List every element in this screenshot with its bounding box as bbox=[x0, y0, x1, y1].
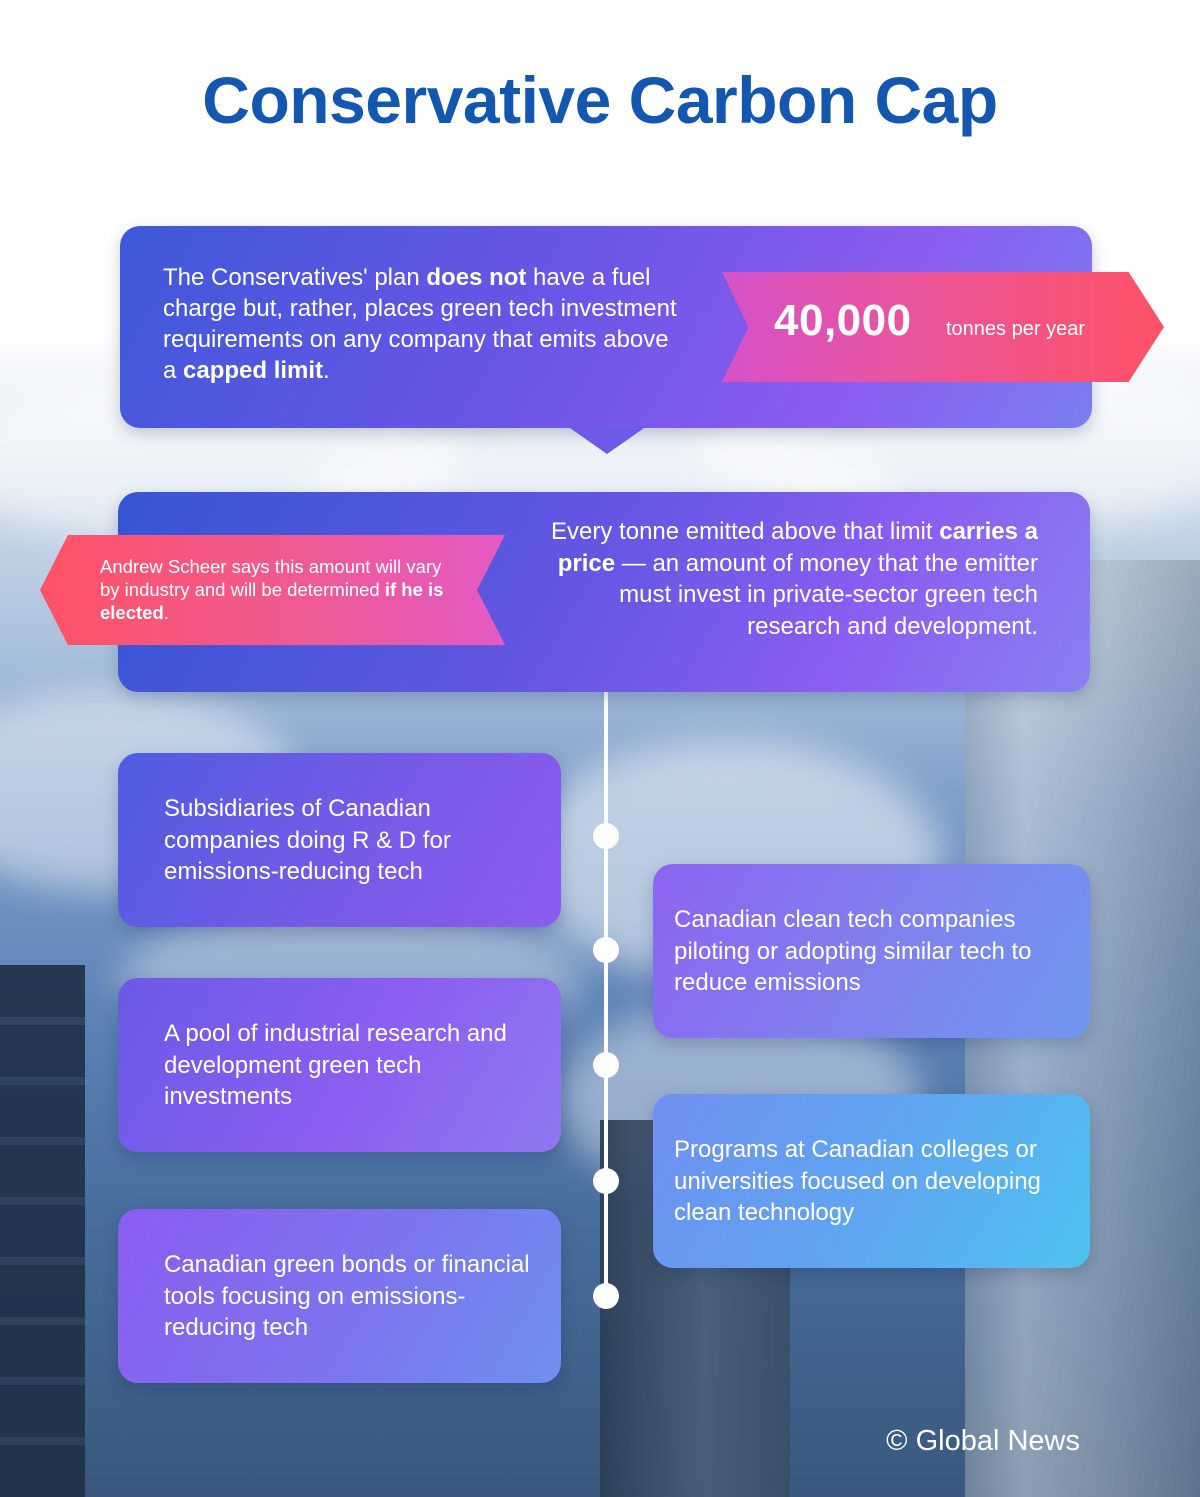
option-card-subsidiaries: Subsidiaries of Canadian companies doing… bbox=[118, 753, 561, 927]
page-title: Conservative Carbon Cap bbox=[202, 63, 998, 137]
option-text: Subsidiaries of Canadian companies doing… bbox=[164, 795, 451, 885]
limit-value: 40,000 bbox=[774, 296, 912, 345]
scheer-text: Andrew Scheer says this amount will vary… bbox=[100, 556, 444, 623]
timeline-dot bbox=[593, 823, 619, 849]
option-card-green-bonds: Canadian green bonds or financial tools … bbox=[118, 1209, 561, 1383]
timeline-line bbox=[604, 692, 608, 1298]
plan-summary-text: The Conservatives' plan does not have a … bbox=[163, 264, 677, 384]
option-card-rd-pool: A pool of industrial research and develo… bbox=[118, 978, 561, 1152]
option-text: A pool of industrial research and develo… bbox=[164, 1020, 507, 1110]
timeline-dot bbox=[593, 937, 619, 963]
credit: © Global News bbox=[886, 1425, 1080, 1457]
limit-unit: tonnes per year bbox=[946, 318, 1085, 340]
timeline-dot bbox=[593, 1052, 619, 1078]
option-text: Canadian green bonds or financial tools … bbox=[164, 1251, 530, 1341]
option-text: Programs at Canadian colleges or univers… bbox=[674, 1136, 1041, 1226]
timeline-dot bbox=[593, 1283, 619, 1309]
option-card-programs: Programs at Canadian colleges or univers… bbox=[653, 1094, 1090, 1268]
price-text: Every tonne emitted above that limit car… bbox=[551, 518, 1038, 640]
pointer-arrow bbox=[567, 426, 647, 454]
option-text: Canadian clean tech companies piloting o… bbox=[674, 906, 1032, 996]
smokestack-left bbox=[0, 965, 85, 1497]
option-card-clean-tech: Canadian clean tech companies piloting o… bbox=[653, 864, 1090, 1038]
timeline-dot bbox=[593, 1168, 619, 1194]
limit-banner: 40,000 tonnes per year bbox=[722, 272, 1164, 382]
scheer-banner: Andrew Scheer says this amount will vary… bbox=[40, 535, 505, 645]
